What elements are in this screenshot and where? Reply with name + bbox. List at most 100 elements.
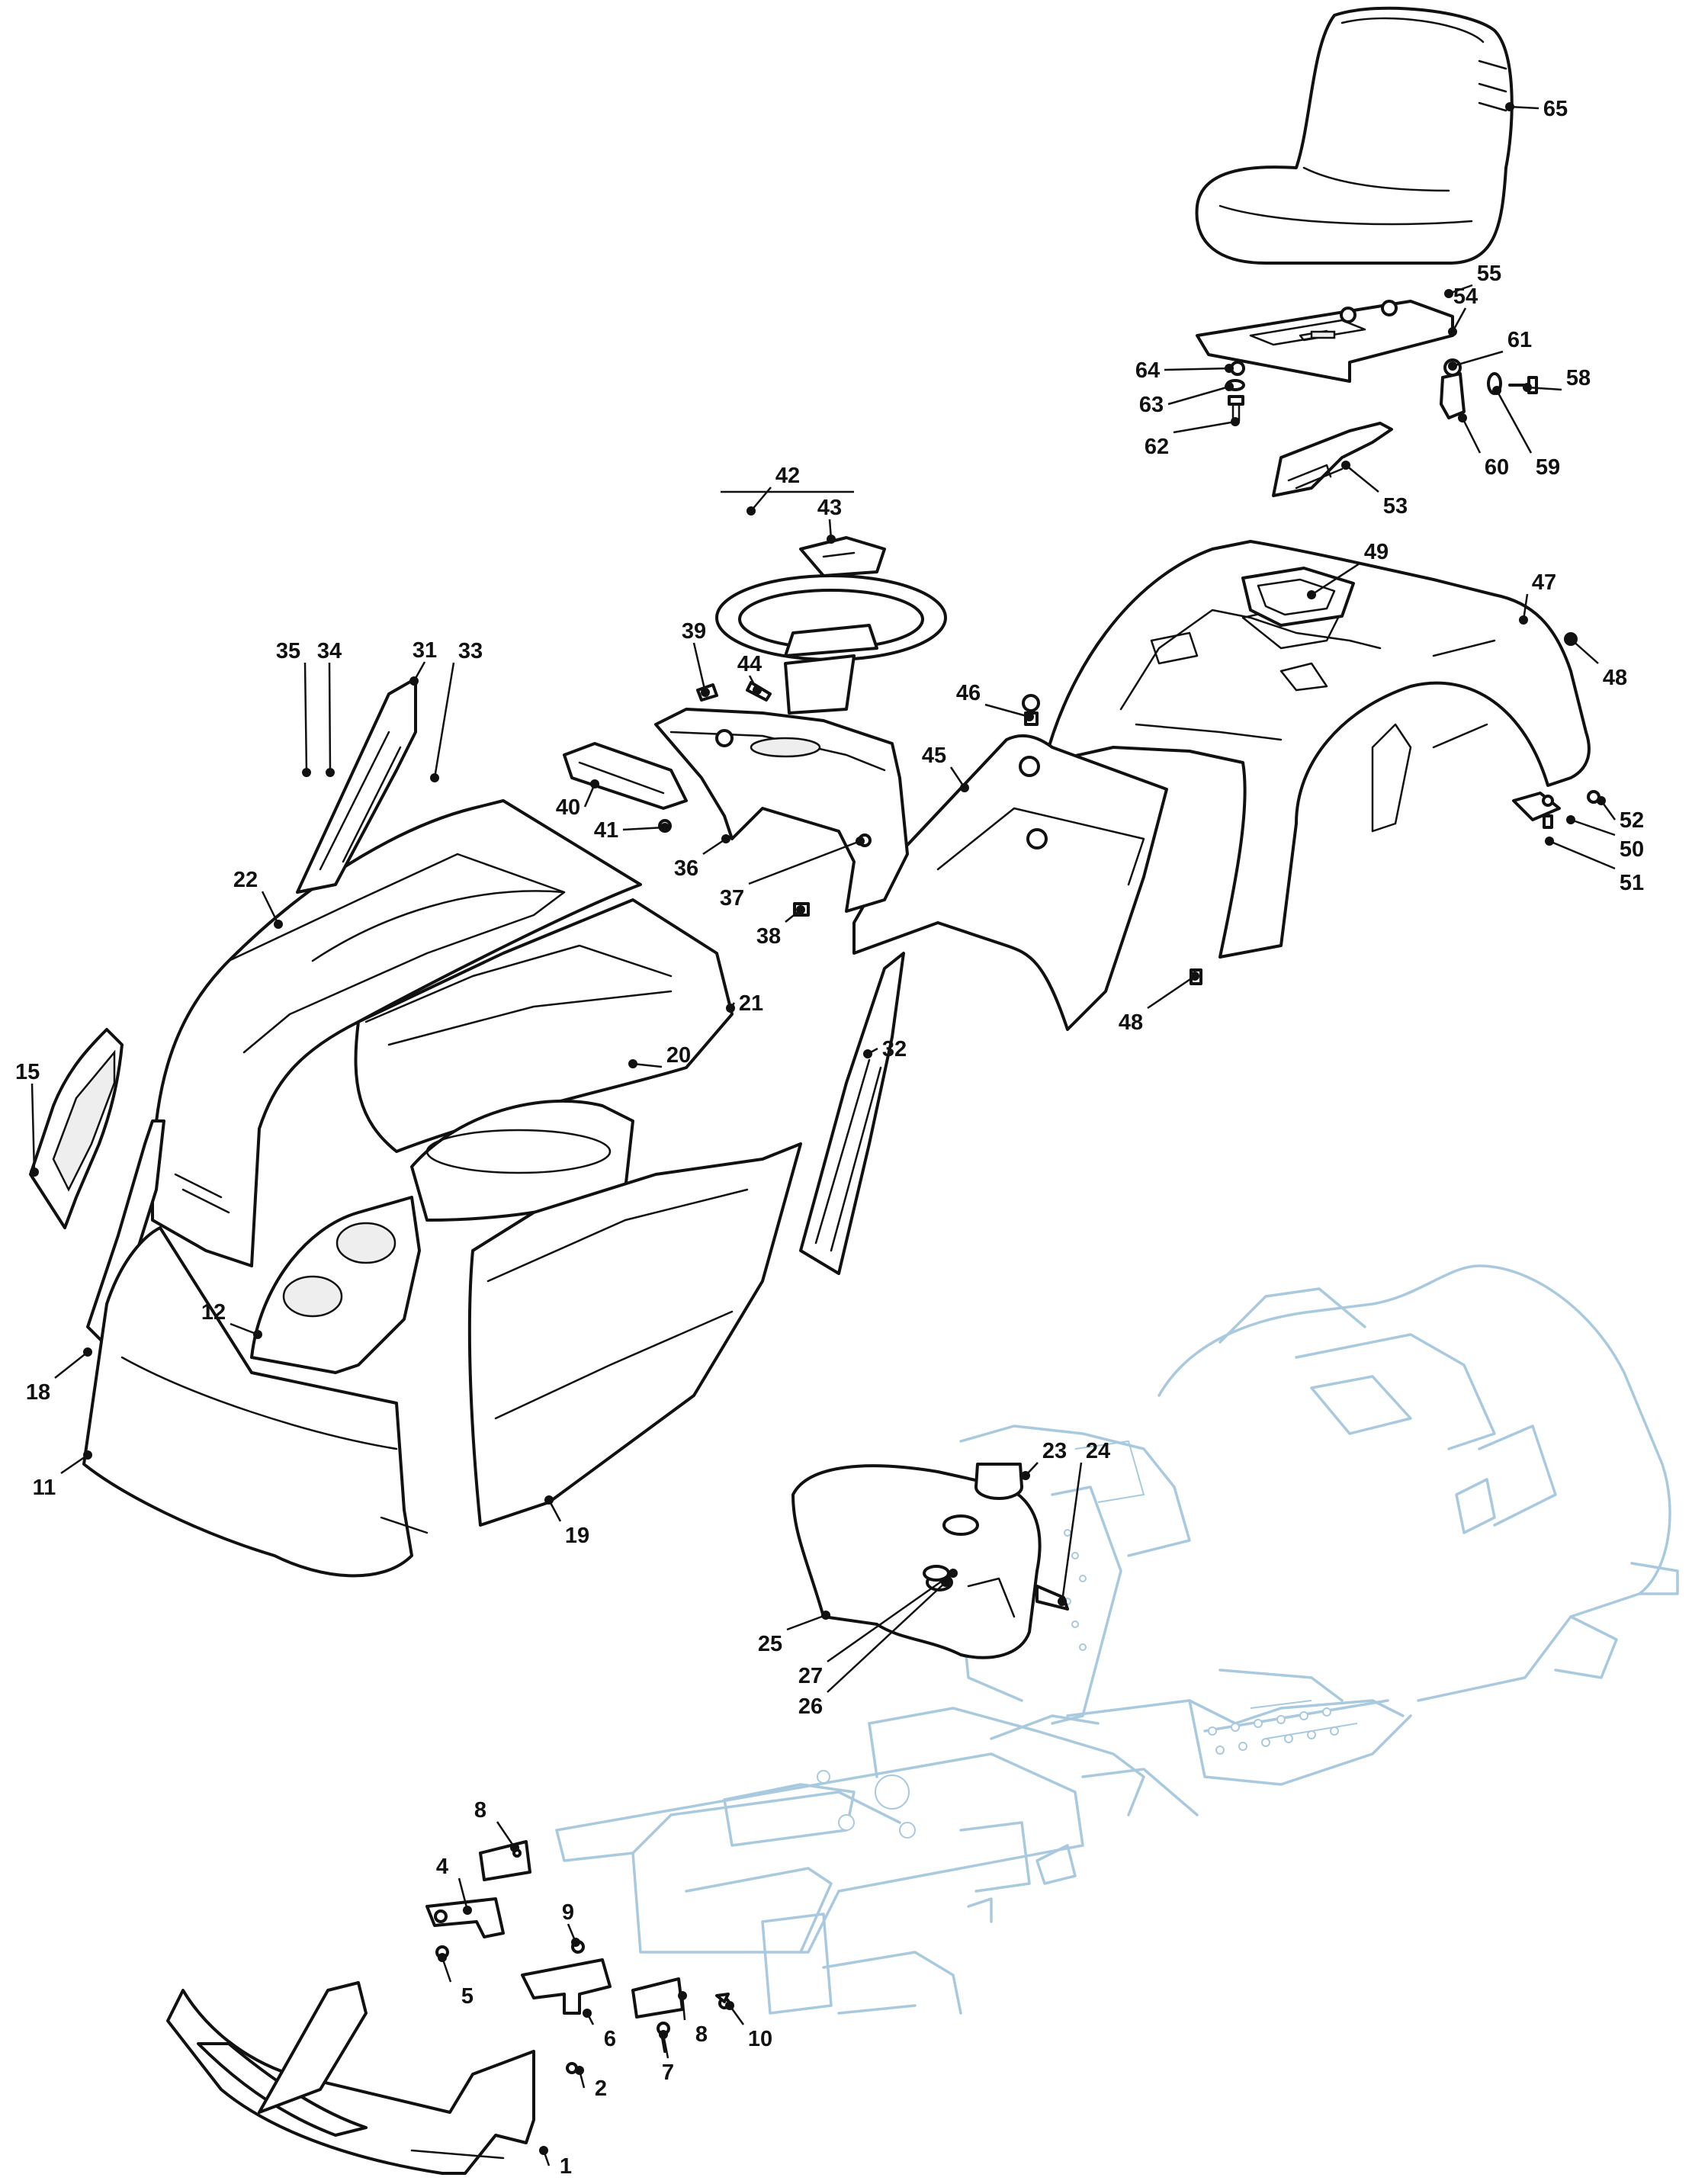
callout-c37: 37	[720, 886, 744, 911]
leader-dot-c23	[1021, 1471, 1030, 1480]
leader-dot-c43	[827, 535, 836, 544]
leader-dot-c61	[1448, 361, 1457, 371]
callout-c54: 54	[1453, 284, 1478, 309]
callout-c60: 60	[1485, 455, 1509, 480]
leader-lines	[30, 102, 1617, 2166]
callout-c9: 9	[562, 1900, 574, 1925]
callout-c32: 32	[882, 1037, 907, 1061]
leader-line-c50	[1570, 818, 1616, 837]
leader-line-c24	[1061, 1462, 1083, 1602]
hood-22	[151, 799, 642, 1267]
leader-dot-c58	[1523, 383, 1532, 392]
leader-line-c25	[786, 1614, 827, 1631]
leader-line-c18	[54, 1351, 88, 1379]
leader-dot-c32	[863, 1049, 872, 1058]
leader-dot-c55	[1444, 289, 1453, 298]
leader-dot-c47	[1519, 615, 1528, 625]
callout-c43: 43	[817, 496, 842, 520]
leader-line-c53	[1345, 464, 1379, 493]
callout-c62: 62	[1145, 435, 1169, 459]
ghost-footboard-holes	[1064, 1529, 1339, 1755]
callout-c64: 64	[1135, 358, 1160, 383]
leader-line-c11	[60, 1453, 88, 1475]
leader-dot-c1	[539, 2146, 548, 2155]
callout-c55: 55	[1477, 262, 1501, 286]
leader-line-c33	[433, 662, 455, 779]
leader-line-c46	[984, 703, 1030, 718]
leader-line-c48a	[1570, 638, 1599, 664]
callout-c47: 47	[1532, 570, 1556, 595]
leader-dot-c40	[590, 779, 599, 788]
grille-12	[250, 1196, 421, 1374]
ghost-chassis	[555, 1264, 1679, 2015]
leader-dot-c19	[544, 1495, 554, 1505]
leader-dot-c48b	[1190, 972, 1199, 981]
leader-dot-c62	[1231, 417, 1240, 426]
leader-line-c42	[750, 487, 772, 512]
leader-dot-c27	[949, 1569, 958, 1578]
leader-dot-c41	[660, 823, 669, 832]
front-bumper-11	[82, 1226, 429, 1578]
leader-dot-c8a	[510, 1843, 519, 1852]
bracket-4	[425, 1897, 505, 1938]
leader-dot-c4	[463, 1906, 472, 1915]
leader-line-c36	[702, 837, 727, 856]
callout-c21: 21	[739, 991, 763, 1016]
leader-dot-c53	[1341, 461, 1350, 470]
leader-dot-c34	[326, 768, 335, 777]
front-frame-1	[166, 1981, 535, 2175]
leader-line-c26	[827, 1582, 946, 1693]
leader-dot-c42	[746, 506, 756, 515]
leader-line-c59	[1495, 390, 1533, 454]
leader-dot-c46	[1025, 712, 1034, 721]
callout-c23: 23	[1042, 1439, 1067, 1463]
leader-line-c51	[1549, 840, 1616, 870]
leader-line-c41	[622, 826, 666, 831]
leader-dot-c54	[1448, 327, 1457, 336]
leader-dot-c21	[726, 1004, 735, 1013]
callout-c52: 52	[1620, 808, 1644, 833]
leader-line-c37	[748, 840, 861, 885]
leader-line-c4	[458, 1877, 469, 1911]
callout-c59: 59	[1536, 455, 1560, 480]
leader-line-c22	[261, 891, 280, 925]
leader-dot-c60	[1458, 413, 1467, 422]
callout-c48b: 48	[1119, 1010, 1143, 1035]
leader-dot-c24	[1058, 1597, 1067, 1606]
callout-c35: 35	[276, 639, 300, 663]
leader-line-c20	[632, 1062, 663, 1068]
callout-c36: 36	[674, 856, 698, 881]
callout-c26: 26	[798, 1694, 823, 1719]
leader-dot-c39	[701, 688, 710, 697]
callout-c1: 1	[560, 2154, 572, 2179]
leader-dot-c11	[83, 1450, 92, 1460]
callout-c44: 44	[737, 652, 762, 676]
callout-c31: 31	[413, 638, 437, 663]
callout-c25: 25	[758, 1632, 782, 1656]
callout-c45: 45	[922, 744, 946, 768]
dash-36	[654, 708, 909, 913]
callout-c42: 42	[775, 464, 800, 488]
bracket-50	[1512, 790, 1600, 829]
callout-c63: 63	[1139, 393, 1164, 417]
fasteners	[435, 1940, 730, 2074]
leader-dot-c50	[1566, 815, 1575, 824]
callout-c20: 20	[666, 1043, 691, 1068]
leader-dot-c9	[571, 1938, 580, 1947]
callout-c65: 65	[1543, 97, 1568, 121]
callout-c18: 18	[26, 1380, 50, 1405]
callout-c33: 33	[458, 639, 483, 663]
steering-cover-43	[799, 536, 886, 577]
leader-dot-c45	[960, 783, 969, 792]
callout-c5: 5	[461, 1984, 474, 2009]
callout-c40: 40	[556, 795, 580, 820]
leader-dot-c64	[1225, 364, 1234, 373]
leader-line-c61	[1452, 350, 1504, 368]
callout-c58: 58	[1566, 366, 1591, 390]
leader-dot-c20	[628, 1059, 637, 1068]
ring-20	[410, 1100, 634, 1222]
callout-c61: 61	[1507, 328, 1532, 352]
leader-dot-c25	[821, 1611, 830, 1620]
callout-c2: 2	[595, 2076, 607, 2101]
